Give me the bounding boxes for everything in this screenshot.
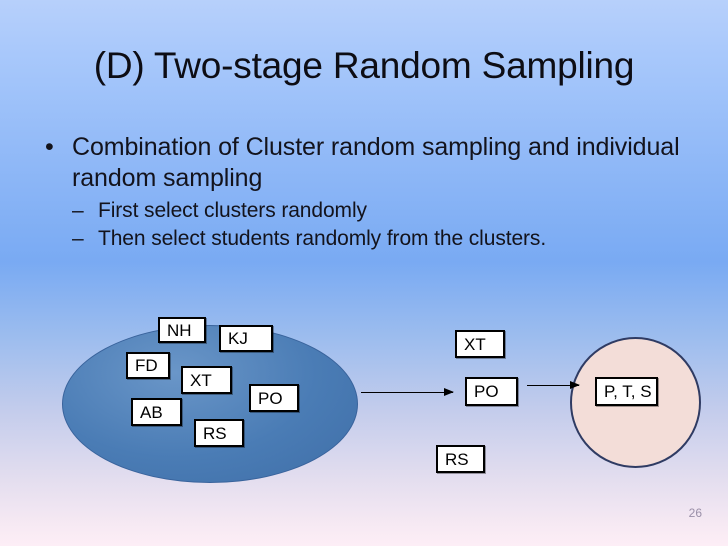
cluster-box-nh: NH [158,317,206,343]
bullet-item-level2-first: – First select clusters randomly [72,197,704,225]
arrow-shaft [361,392,453,393]
cluster-box-ab: AB [131,398,182,426]
cluster-box-kj: KJ [219,325,273,352]
bullet-item-level1: • Combination of Cluster random sampling… [34,132,704,194]
selection-to-sample-arrow [527,381,580,389]
middle-box-po: PO [465,377,518,406]
bullet-text-level2-second: Then select students randomly from the c… [98,227,547,250]
cluster-box-rs: RS [194,419,244,447]
arrow-shaft [527,385,579,386]
bullet-text-level1: Combination of Cluster random sampling a… [72,133,680,192]
cluster-to-selection-arrow [361,388,454,396]
bullet-marker-dash: – [72,199,84,222]
cluster-box-xt: XT [181,366,232,394]
sub-bullet-group: – First select clusters randomly – Then … [34,197,704,253]
cluster-box-po: PO [249,384,299,412]
slide-body: • Combination of Cluster random sampling… [34,132,704,253]
bullet-item-level2-second: – Then select students randomly from the… [72,225,704,253]
cluster-box-fd: FD [126,352,170,379]
bullet-marker-dash: – [72,227,84,250]
arrow-head [444,388,454,396]
arrow-head [570,381,580,389]
bullet-text-level2-first: First select clusters randomly [98,199,367,222]
page-number: 26 [688,506,702,520]
bullet-marker-dot: • [45,133,54,161]
page-title: (D) Two-stage Random Sampling [93,45,635,86]
sample-box-pts: P, T, S [595,377,658,406]
middle-box-xt: XT [455,330,505,358]
cluster-population-ellipse [62,325,358,483]
middle-box-rs: RS [436,445,485,473]
